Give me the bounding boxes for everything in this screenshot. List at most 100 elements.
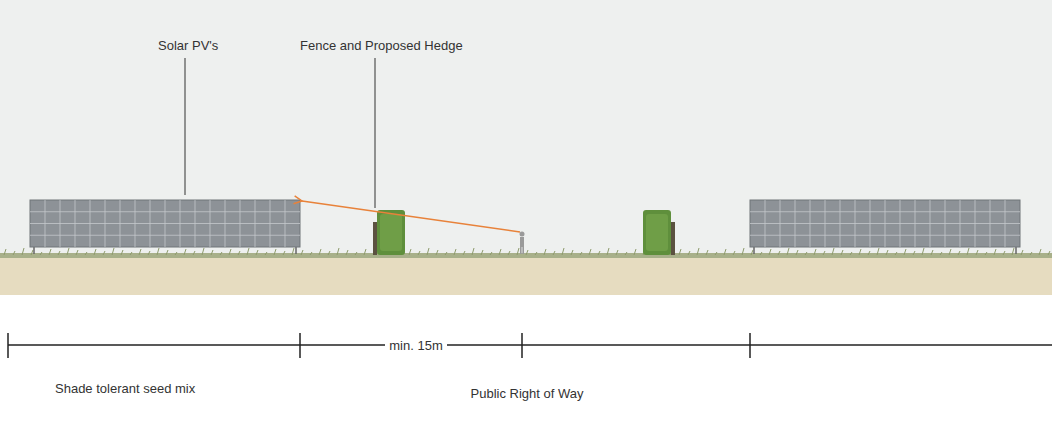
panel-cell-line — [967, 248, 969, 255]
panel-cell-line — [445, 252, 447, 255]
panel-cell-line — [364, 249, 366, 255]
panel-cell-line — [805, 252, 807, 255]
callout-label: Solar PV's — [158, 38, 218, 53]
panel-cell-line — [238, 251, 240, 255]
soil-band — [0, 257, 1052, 295]
dimension-line — [8, 333, 1052, 358]
panel-cell-line — [706, 250, 708, 255]
grass-tufts — [4, 248, 1050, 255]
panel-cell-line — [40, 252, 42, 255]
panel-cell-line — [751, 250, 753, 255]
panel-cell-line — [877, 248, 879, 255]
callout-label: Fence and Proposed Hedge — [300, 38, 463, 53]
panel-cell-line — [1003, 251, 1005, 255]
panel-cell-line — [1021, 250, 1023, 255]
leader-line — [185, 58, 186, 195]
panel-cell-line — [1030, 252, 1032, 255]
panel-cell-line — [796, 250, 798, 255]
panel-cell-line — [859, 249, 861, 255]
solar-panel — [30, 200, 300, 254]
panel-cell-line — [4, 249, 6, 255]
panel-cell-line — [715, 252, 717, 255]
panel-cell-line — [184, 249, 186, 255]
panel-cell-line — [1012, 248, 1014, 255]
panel-cell-line — [463, 251, 465, 255]
panel-cell-line — [454, 249, 456, 255]
panel-cell-line — [742, 248, 744, 255]
panel-cell-line — [868, 251, 870, 255]
panel-cell-line — [580, 252, 582, 255]
panel-cell-line — [265, 252, 267, 255]
panel-cell-line — [130, 252, 132, 255]
panel-cell-line — [346, 250, 348, 255]
panel-cell-line — [76, 250, 78, 255]
panel-cell-line — [31, 250, 33, 255]
panel-cell-line — [166, 250, 168, 255]
panel-cell-line — [139, 249, 141, 255]
panel-cell-line — [472, 248, 474, 255]
panel-cell-line — [310, 252, 312, 255]
panel-cell-line — [535, 252, 537, 255]
panel-cell-line — [499, 249, 501, 255]
panel-cell-line — [157, 248, 159, 255]
panel-cell-line — [175, 252, 177, 255]
panel-cell-line — [958, 251, 960, 255]
panel-cell-line — [904, 249, 906, 255]
panel-cell-line — [913, 251, 915, 255]
panel-cell-line — [571, 250, 573, 255]
panel-cell-line — [22, 248, 24, 255]
panel-cell-line — [490, 252, 492, 255]
panel-cell-line — [202, 248, 204, 255]
panel-cell-line — [760, 252, 762, 255]
panel-cell-line — [697, 248, 699, 255]
panel-cell-line — [832, 248, 834, 255]
panel-cell-line — [940, 252, 942, 255]
panel-cell-line — [30, 211, 300, 212]
panel-cell-line — [49, 249, 51, 255]
panel-cell-line — [193, 251, 195, 255]
panel-cell-line — [508, 251, 510, 255]
panel-cell-line — [229, 249, 231, 255]
panel-cell-line — [553, 251, 555, 255]
panel-cell-line — [994, 249, 996, 255]
panel-cell-line — [220, 252, 222, 255]
panel-cell-line — [418, 251, 420, 255]
panel-cell-line — [949, 249, 951, 255]
panel-cell-line — [931, 250, 933, 255]
panel-cell-line — [148, 251, 150, 255]
panel-cell-line — [544, 249, 546, 255]
panel-cell-line — [850, 252, 852, 255]
solar-panel — [750, 200, 1020, 254]
panel-cell-line — [274, 249, 276, 255]
panel-cell-line — [625, 252, 627, 255]
callout-label: Shade tolerant seed mix — [55, 381, 195, 396]
panel-cell-line — [13, 251, 15, 255]
panel-cell-line — [598, 251, 600, 255]
panel-cell-line — [724, 249, 726, 255]
callout-label: Public Right of Way — [462, 386, 592, 401]
panel-cell-line — [103, 251, 105, 255]
panel-cell-line — [750, 235, 1020, 236]
fence-hedge — [373, 210, 405, 255]
panel-cell-line — [589, 249, 591, 255]
panel-cell-line — [1048, 251, 1050, 255]
panel-cell-line — [94, 249, 96, 255]
panel-cell-line — [922, 248, 924, 255]
panel-cell-line — [67, 248, 69, 255]
fence-hedge — [643, 210, 675, 255]
panel-cell-line — [436, 250, 438, 255]
panel-cell-line — [355, 252, 357, 255]
panel-cell-line — [562, 248, 564, 255]
panel-cell-line — [211, 250, 213, 255]
sight-line — [302, 201, 520, 232]
panel-cell-line — [85, 252, 87, 255]
panel-cell-line — [976, 250, 978, 255]
panel-cell-line — [688, 251, 690, 255]
panel-cell-line — [283, 251, 285, 255]
panel-cell-line — [58, 251, 60, 255]
person-figure — [520, 232, 525, 255]
panel-cell-line — [121, 250, 123, 255]
panel-cell-line — [1039, 249, 1041, 255]
panel-cell-line — [112, 248, 114, 255]
panel-cell-line — [814, 249, 816, 255]
